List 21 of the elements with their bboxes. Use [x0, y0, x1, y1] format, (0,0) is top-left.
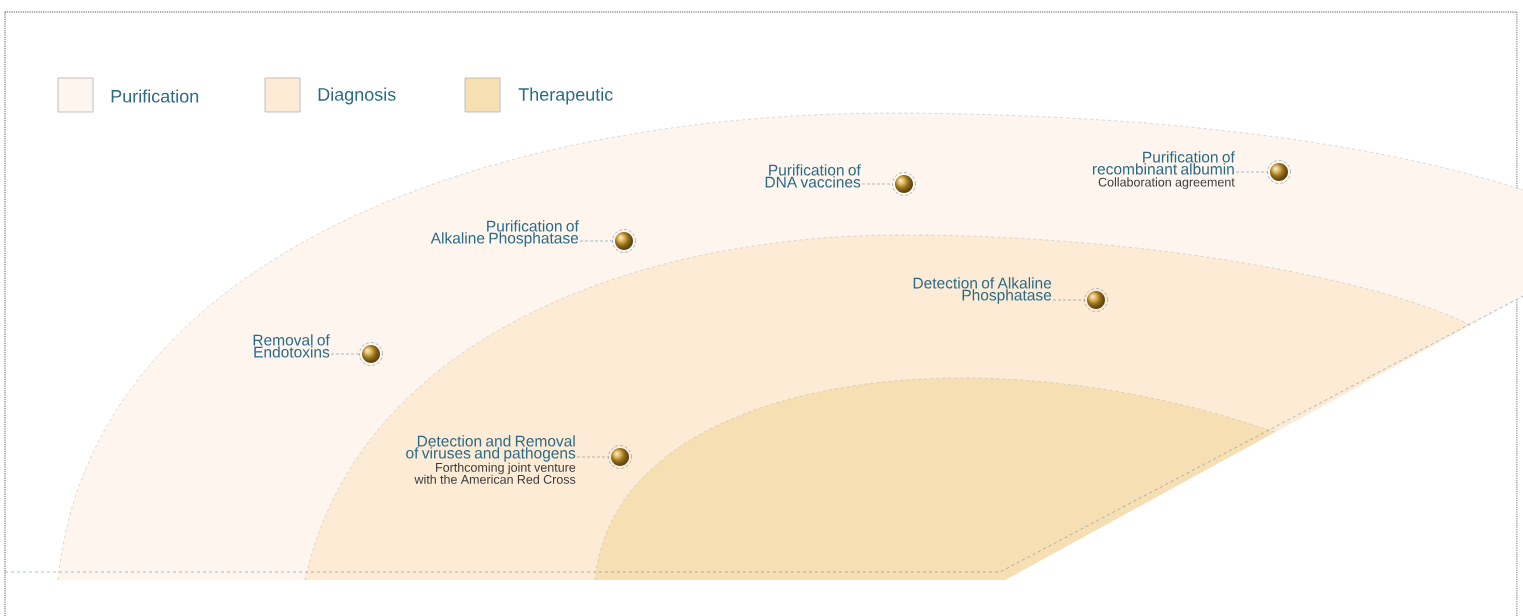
- item-label: Purification of recombinant albumin Collaboration agreement: [1092, 151, 1235, 189]
- leader-line: [330, 353, 360, 355]
- leader-line: [1052, 299, 1085, 301]
- sphere-marker: [359, 342, 383, 366]
- legend-label: Therapeutic: [518, 87, 613, 105]
- leader-line: [579, 240, 613, 242]
- legend-label: Purification: [111, 89, 199, 103]
- item-label: Detection and Removal of viruses and pathogens Forthcoming joint venture with the American Red Cross: [406, 435, 576, 484]
- leader-line: [861, 183, 893, 185]
- sphere-marker: [892, 172, 916, 196]
- sphere-marker: [608, 445, 632, 469]
- sphere-marker: [1267, 160, 1291, 184]
- item-label: Purification of DNA vaccines: [765, 164, 861, 188]
- legend-label: Diagnosis: [318, 87, 396, 105]
- leader-line: [1235, 171, 1268, 173]
- item-label: Detection of Alkaline Phosphatase: [913, 277, 1052, 304]
- sphere-marker: [1084, 288, 1108, 312]
- sphere-marker: [612, 229, 636, 253]
- leader-line: [576, 456, 609, 458]
- item-label: Purification of Alkaline Phosphatase: [430, 220, 579, 247]
- item-label: Removal of Endotoxins: [253, 334, 330, 358]
